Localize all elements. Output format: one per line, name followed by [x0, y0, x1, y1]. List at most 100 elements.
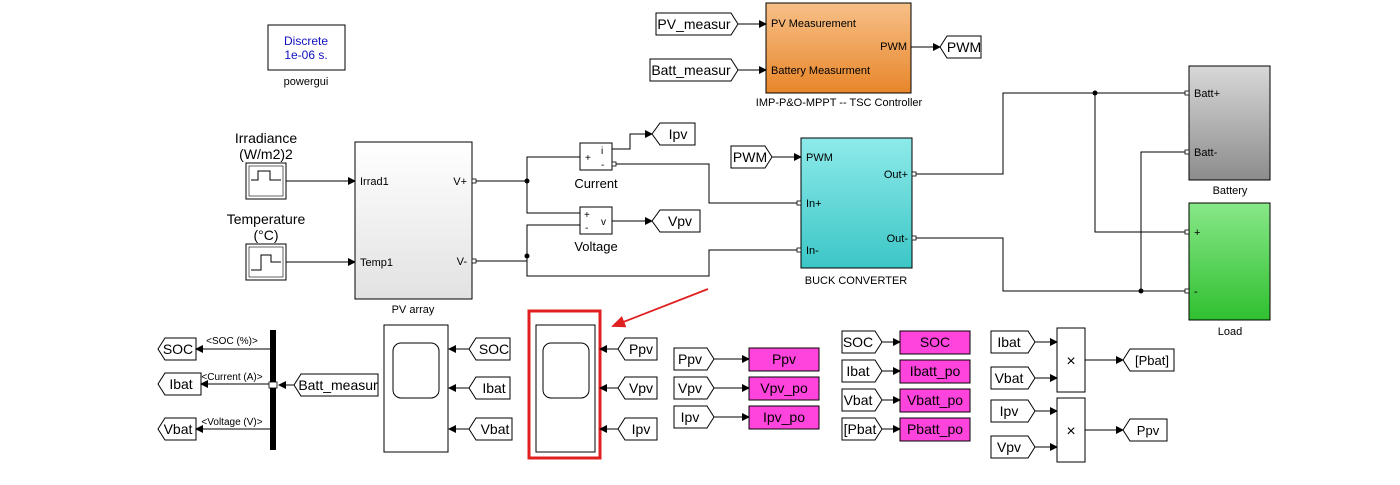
- workspace-soc-block[interactable]: SOC: [899, 330, 971, 355]
- mppt-port-batt: Battery Measurment: [771, 65, 870, 77]
- current-caption: Current: [574, 176, 618, 191]
- goto-vpv-tag[interactable]: Vpv: [651, 209, 701, 233]
- workspace-ppv-block[interactable]: Ppv: [748, 347, 820, 372]
- from-ppv-scope-tag[interactable]: Ppv: [617, 337, 658, 361]
- pv-array-caption: PV array: [392, 304, 435, 316]
- goto-ppv-label: Ppv: [1137, 423, 1160, 438]
- from-ibat-scope-tag[interactable]: Ibat: [468, 376, 511, 400]
- from-ipv-ws-label: Ipv: [681, 409, 700, 425]
- multiply-icon: ×: [1066, 423, 1075, 440]
- pv-port-temp: Temp1: [360, 257, 393, 269]
- from-vpv-prod-label: Vpv: [997, 439, 1021, 455]
- powergui-mode: Discrete: [284, 34, 328, 48]
- pv-scope-block[interactable]: [535, 324, 596, 453]
- goto-ipv-label: Ipv: [669, 126, 688, 142]
- mppt-controller-block[interactable]: PV Measurement Battery Measurment PWM: [765, 2, 912, 94]
- load-caption: Load: [1218, 326, 1242, 338]
- battery-block[interactable]: Batt+ Batt-: [1184, 65, 1271, 181]
- from-pwm-tag[interactable]: PWM: [730, 145, 773, 169]
- from-ibat-scope-label: Ibat: [482, 380, 505, 396]
- from-ppv-ws-tag[interactable]: Ppv: [673, 347, 715, 371]
- goto-ibat-left-label: Ibat: [169, 376, 192, 392]
- multiply-icon: ×: [1066, 353, 1075, 370]
- from-pbat-ws-label: [Pbat: [844, 421, 877, 437]
- battery-scope-block[interactable]: [383, 324, 449, 453]
- from-ipv-scope-tag[interactable]: Ipv: [617, 417, 658, 441]
- buck-converter-block[interactable]: PWM In+ In- Out+ Out-: [796, 137, 917, 269]
- load-block[interactable]: + -: [1184, 202, 1271, 321]
- bus-signal-current: <Current (A)>: [201, 372, 262, 383]
- from-vpv-ws-label: Vpv: [678, 380, 702, 396]
- goto-pbat-label: [Pbat]: [1135, 353, 1169, 368]
- highlight-arrow: [611, 288, 709, 328]
- from-pv-measur-tag[interactable]: PV_measur: [655, 12, 739, 36]
- from-ipv-ws-tag[interactable]: Ipv: [673, 405, 715, 429]
- pv-port-irrad: Irrad1: [360, 176, 389, 188]
- from-vpv-scope-tag[interactable]: Vpv: [617, 376, 658, 400]
- product-battery-power-block[interactable]: ×: [1056, 327, 1086, 393]
- from-ipv-prod-tag[interactable]: Ipv: [990, 399, 1036, 423]
- powergui-block[interactable]: Discrete 1e-06 s.: [267, 24, 346, 71]
- current-measurement-block[interactable]: + i -: [579, 142, 617, 171]
- goto-vbat-left-tag[interactable]: Vbat: [157, 417, 197, 441]
- from-batt-measur-tag[interactable]: Batt_measur: [649, 58, 739, 82]
- from-batt-measur-label: Batt_measur: [651, 62, 731, 78]
- from-ibat-ws-label: Ibat: [846, 363, 869, 379]
- temperature-signal-block[interactable]: [245, 243, 287, 281]
- bus-selector-block[interactable]: [268, 330, 278, 450]
- workspace-vbatt-block[interactable]: Vbatt_po: [899, 388, 971, 413]
- goto-ppv-tag[interactable]: Ppv: [1122, 418, 1168, 442]
- voltage-port-plus: +: [584, 210, 590, 221]
- workspace-ipv-block[interactable]: Ipv_po: [748, 405, 820, 430]
- goto-ipv-tag[interactable]: Ipv: [651, 122, 696, 146]
- buck-port-inminus: In-: [806, 245, 819, 257]
- voltage-port-minus: -: [585, 223, 588, 234]
- workspace-vpv-block[interactable]: Vpv_po: [748, 376, 820, 401]
- from-soc-ws-label: SOC: [843, 334, 873, 350]
- from-vbat-ws-tag[interactable]: Vbat: [841, 388, 883, 412]
- pv-array-block[interactable]: Irrad1 Temp1 V+ V-: [354, 141, 477, 300]
- irradiance-caption-2: (W/m2)2: [239, 146, 293, 162]
- workspace-pbatt-block[interactable]: Pbatt_po: [899, 417, 971, 442]
- from-soc-scope-tag[interactable]: SOC: [468, 337, 511, 361]
- mppt-port-pv: PV Measurement: [771, 18, 856, 30]
- step-waveform-icon: [251, 254, 281, 271]
- bus-signal-voltage: <Voltage (V)>: [201, 417, 262, 428]
- from-ppv-ws-label: Ppv: [678, 351, 702, 367]
- current-port-out: i: [601, 146, 603, 157]
- from-vpv-ws-tag[interactable]: Vpv: [673, 376, 715, 400]
- goto-pbat-tag[interactable]: [Pbat]: [1122, 348, 1175, 372]
- from-vbat-prod-label: Vbat: [995, 370, 1024, 386]
- workspace-ppv-label: Ppv: [772, 351, 796, 367]
- goto-pwm-label: PWM: [947, 39, 981, 55]
- current-port-plus: +: [585, 153, 591, 164]
- goto-vpv-label: Vpv: [668, 213, 692, 229]
- goto-soc-left-label: SOC: [163, 341, 193, 357]
- goto-pwm-tag[interactable]: PWM: [939, 35, 982, 59]
- goto-soc-left-tag[interactable]: SOC: [157, 337, 197, 361]
- workspace-ibatt-block[interactable]: Ibatt_po: [899, 359, 971, 384]
- from-batt-measur-bus-tag[interactable]: Batt_measur: [293, 373, 379, 397]
- from-vbat-prod-tag[interactable]: Vbat: [990, 366, 1036, 390]
- from-pbat-ws-tag[interactable]: [Pbat: [841, 417, 883, 441]
- from-vbat-scope-label: Vbat: [481, 421, 510, 437]
- from-ibat-prod-label: Ibat: [997, 334, 1020, 350]
- from-ibat-prod-tag[interactable]: Ibat: [990, 330, 1036, 354]
- irradiance-caption-1: Irradiance: [235, 130, 297, 146]
- powergui-sample-time: 1e-06 s.: [284, 48, 327, 62]
- from-vpv-prod-tag[interactable]: Vpv: [990, 435, 1036, 459]
- product-pv-power-block[interactable]: ×: [1056, 397, 1086, 463]
- battery-port-minus: Batt-: [1194, 147, 1218, 159]
- goto-ibat-left-tag[interactable]: Ibat: [157, 372, 202, 396]
- from-ibat-ws-tag[interactable]: Ibat: [841, 359, 883, 383]
- from-soc-ws-tag[interactable]: SOC: [841, 330, 883, 354]
- voltage-measurement-block[interactable]: + - v: [579, 206, 613, 235]
- goto-vbat-left-label: Vbat: [164, 421, 193, 437]
- buck-port-outminus: Out-: [887, 233, 909, 245]
- workspace-pbatt-label: Pbatt_po: [907, 421, 963, 437]
- workspace-vbatt-label: Vbatt_po: [907, 392, 963, 408]
- from-vbat-ws-label: Vbat: [844, 392, 873, 408]
- from-pwm-label: PWM: [733, 149, 767, 165]
- from-vbat-scope-tag[interactable]: Vbat: [468, 417, 513, 441]
- irradiance-signal-block[interactable]: [245, 162, 287, 200]
